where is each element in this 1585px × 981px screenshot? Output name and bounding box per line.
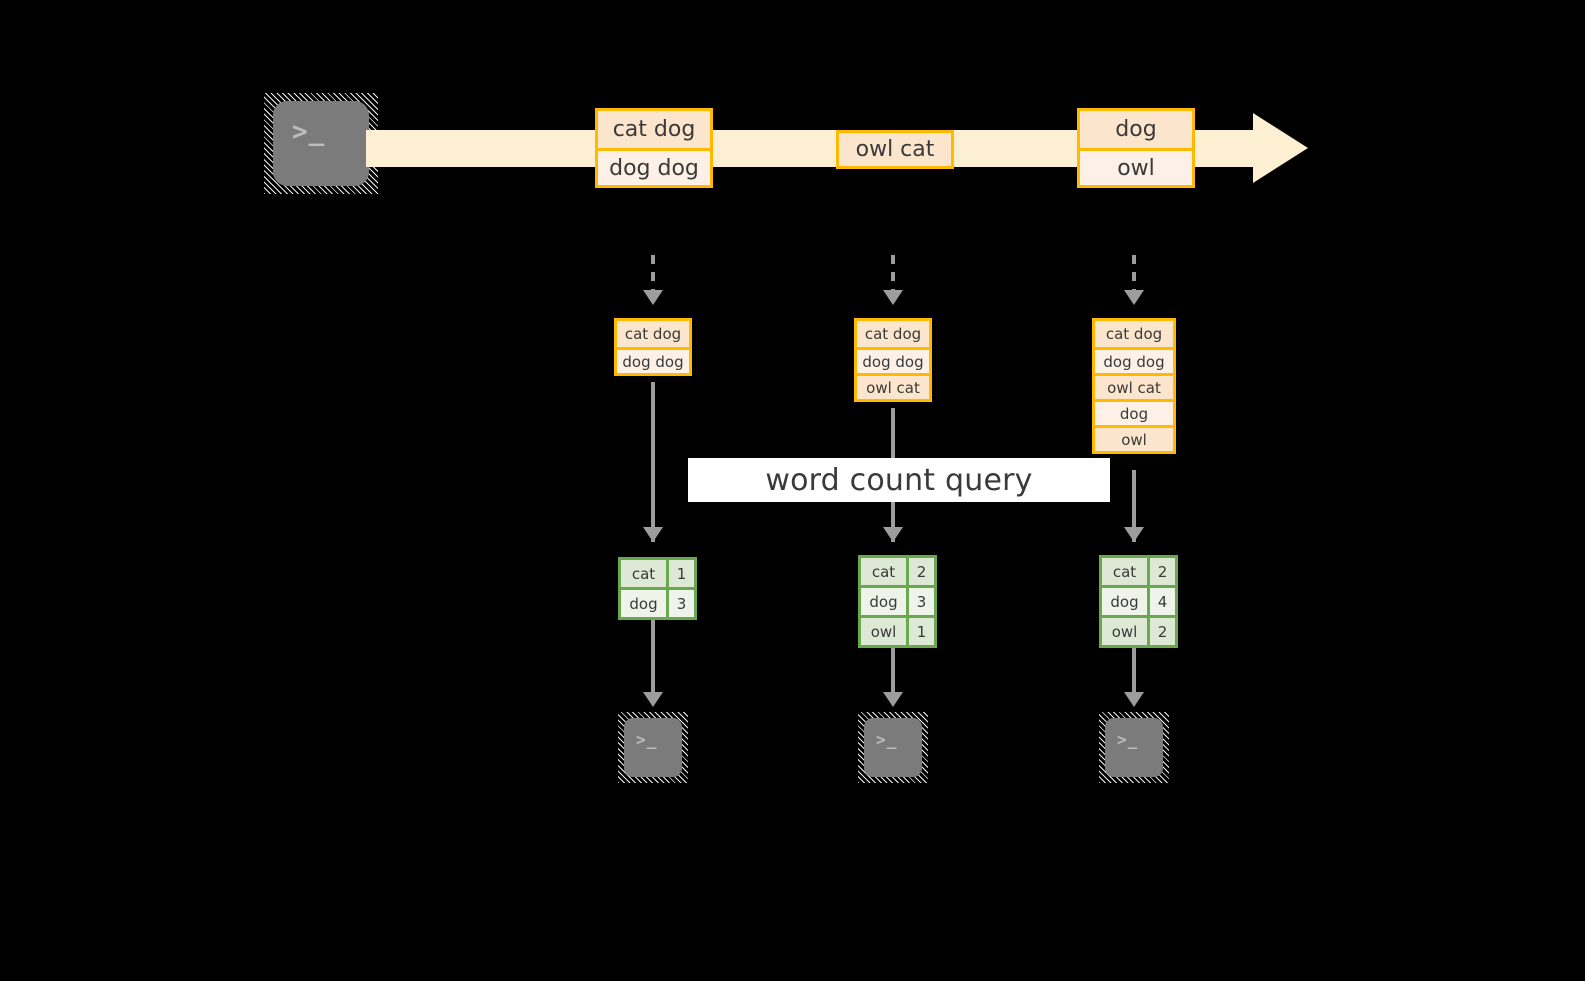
terminal-prompt-glyph: >_ [876,730,898,749]
column-2-record-line: cat dog [857,321,929,347]
column-2-sink-arrow-head-icon [883,692,903,707]
column-1-arrow-head-icon [643,290,663,305]
column-1-result-arrow-head-icon [643,527,663,542]
column-1-sink-connector [651,620,655,695]
column-3-dashed-connector [1132,255,1136,293]
stream-batch-2-line-1: owl cat [839,133,951,166]
terminal-body [864,718,922,777]
result-count: 1 [666,560,694,587]
column-3-sink-connector [1132,648,1136,695]
column-2-dashed-connector [891,255,895,293]
result-word: owl [861,618,906,645]
result-word: owl [1102,618,1147,645]
result-count: 2 [1147,618,1175,645]
stream-batch-3-line-2: owl [1080,148,1192,185]
source-terminal-icon: >_ [264,93,378,194]
column-3-arrow-head-icon [1124,290,1144,305]
result-word: dog [621,590,666,617]
column-2-sink-terminal-icon: >_ [858,712,928,783]
column-1-record-line: cat dog [617,321,689,347]
result-word: cat [861,558,906,585]
result-count: 3 [666,590,694,617]
column-3-record-line: dog [1095,399,1173,425]
table-row: dog 4 [1102,585,1175,615]
stream-batch-1-line-2: dog dog [598,148,710,185]
column-2-result-table: cat 2 dog 3 owl 1 [858,555,937,648]
result-word: cat [621,560,666,587]
terminal-prompt-glyph: >_ [1117,730,1139,749]
result-count: 2 [1147,558,1175,585]
column-1-result-table: cat 1 dog 3 [618,557,697,620]
column-3-query-connector [1132,470,1136,542]
result-count: 2 [906,558,934,585]
column-1-sink-terminal-icon: >_ [618,712,688,783]
column-1-record-line: dog dog [617,347,689,373]
stream-batch-3: dog owl [1077,108,1195,188]
table-row: dog 3 [861,585,934,615]
column-1-accumulated-records: cat dog dog dog [614,318,692,376]
column-2-sink-connector [891,648,895,695]
column-2-result-arrow-head-icon [883,527,903,542]
column-3-record-line: cat dog [1095,321,1173,347]
table-row: cat 2 [861,558,934,585]
terminal-body [1105,718,1163,777]
column-3-result-arrow-head-icon [1124,527,1144,542]
table-row: owl 1 [861,615,934,645]
query-label-band: word count query [688,458,1110,502]
terminal-body [624,718,682,777]
column-3-sink-arrow-head-icon [1124,692,1144,707]
column-3-record-line: dog dog [1095,347,1173,373]
stream-batch-1-line-1: cat dog [598,111,710,148]
table-row: dog 3 [621,587,694,617]
result-count: 3 [906,588,934,615]
column-2-record-line: owl cat [857,373,929,399]
result-word: dog [1102,588,1147,615]
table-row: cat 2 [1102,558,1175,585]
column-3-record-line: owl [1095,425,1173,451]
column-3-result-table: cat 2 dog 4 owl 2 [1099,555,1178,648]
result-count: 1 [906,618,934,645]
column-3-record-line: owl cat [1095,373,1173,399]
result-word: dog [861,588,906,615]
stream-arrow-right-icon [1253,113,1308,183]
table-row: owl 2 [1102,615,1175,645]
table-row: cat 1 [621,560,694,587]
column-1-dashed-connector [651,255,655,293]
stream-batch-1: cat dog dog dog [595,108,713,188]
result-word: cat [1102,558,1147,585]
stream-batch-3-line-1: dog [1080,111,1192,148]
terminal-body [273,101,369,186]
result-count: 4 [1147,588,1175,615]
terminal-prompt-glyph: >_ [636,730,658,749]
column-2-accumulated-records: cat dog dog dog owl cat [854,318,932,402]
column-1-sink-arrow-head-icon [643,692,663,707]
column-2-arrow-head-icon [883,290,903,305]
column-2-record-line: dog dog [857,347,929,373]
column-3-sink-terminal-icon: >_ [1099,712,1169,783]
column-1-query-connector [651,382,655,542]
terminal-prompt-glyph: >_ [292,117,326,147]
stream-batch-2: owl cat [836,130,954,169]
column-3-accumulated-records: cat dog dog dog owl cat dog owl [1092,318,1176,454]
query-label-text: word count query [765,462,1033,498]
